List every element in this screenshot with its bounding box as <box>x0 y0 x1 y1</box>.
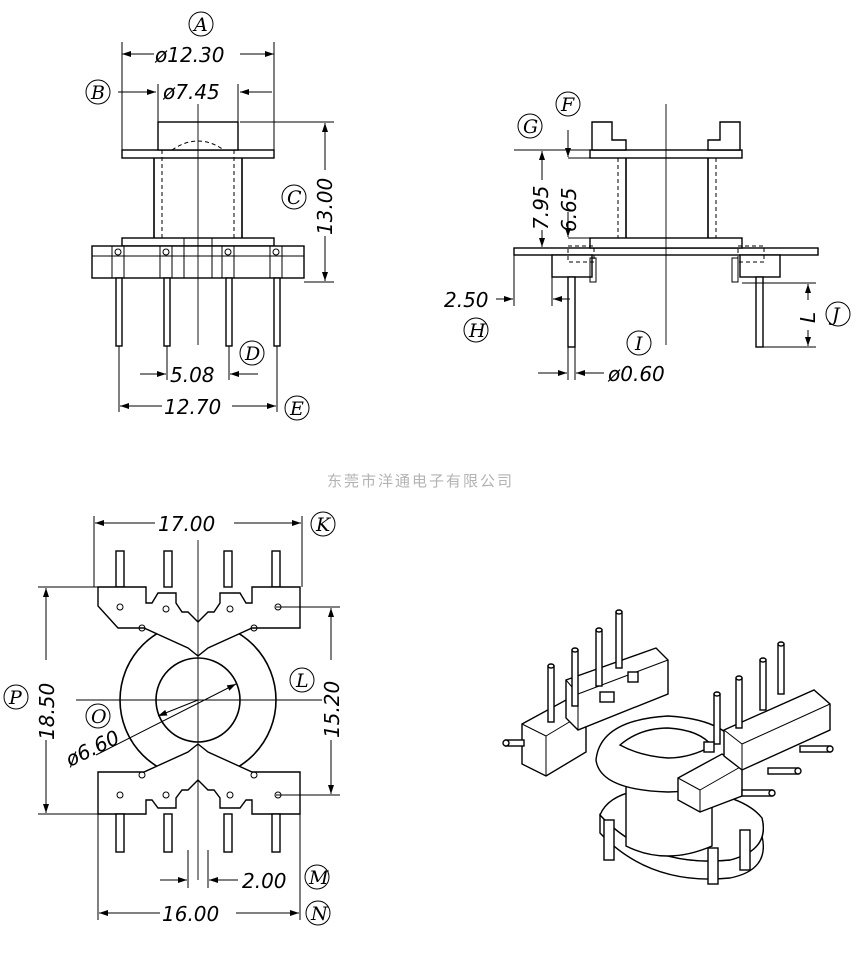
top-view: 17.00 K 15.20 L ø6.60 O 18.50 P 2.00 M <box>3 511 344 926</box>
dim-F-value: 6.65 <box>557 187 581 232</box>
dim-K-value: 17.00 <box>158 512 215 536</box>
label-P: P <box>8 687 23 709</box>
label-A: A <box>192 14 208 36</box>
label-D: D <box>244 343 260 365</box>
label-H: H <box>468 320 486 342</box>
dim-L-value: 15.20 <box>320 681 344 738</box>
isometric-view <box>502 609 834 885</box>
label-C: C <box>287 187 302 209</box>
label-O: O <box>91 706 107 728</box>
dim-E-value: 12.70 <box>164 395 221 419</box>
watermark-text: 东莞市洋通电子有限公司 <box>327 472 514 490</box>
label-N: N <box>310 903 329 925</box>
dim-J-value: L <box>796 312 820 323</box>
label-J: J <box>828 304 841 326</box>
label-E: E <box>289 398 304 420</box>
dim-C-value: 13.00 <box>313 178 337 235</box>
label-G: G <box>523 116 538 138</box>
dim-O-value: ø6.60 <box>61 725 123 772</box>
label-M: M <box>308 867 329 889</box>
dim-A-value: ø12.30 <box>154 43 225 67</box>
label-K: K <box>315 514 332 536</box>
dim-B-value: ø7.45 <box>162 80 220 104</box>
side-view: 7.95 G 6.65 F 2.50 H ø0.60 I L J <box>444 91 851 386</box>
dim-P-value: 18.50 <box>35 683 59 740</box>
dim-M-value: 2.00 <box>242 869 287 893</box>
dim-H-value: 2.50 <box>444 288 489 312</box>
label-I: I <box>634 333 643 355</box>
label-B: B <box>90 82 105 104</box>
dim-N-value: 16.00 <box>162 902 219 926</box>
dim-G-value: 7.95 <box>529 185 553 230</box>
dim-I-value: ø0.60 <box>607 362 665 386</box>
dim-D-value: 5.08 <box>170 363 215 387</box>
label-L: L <box>295 670 309 692</box>
label-F: F <box>560 94 575 116</box>
front-view: ø12.30 A ø7.45 B 13.00 C 5.08 D 12.70 <box>85 11 337 421</box>
